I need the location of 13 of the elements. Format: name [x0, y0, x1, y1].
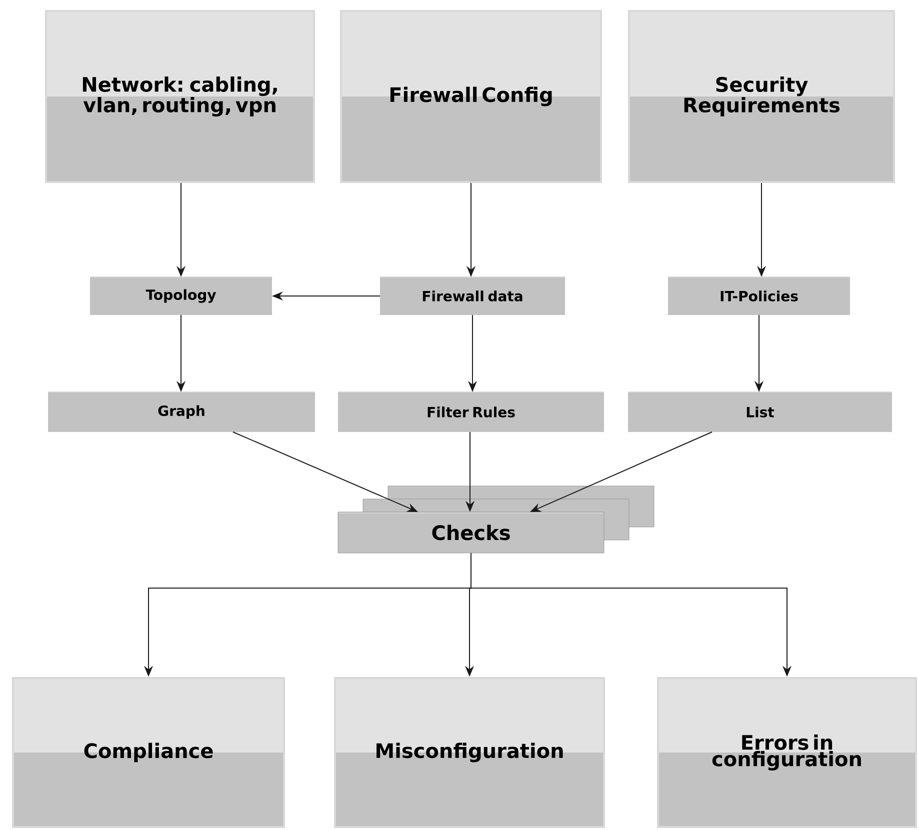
process-box: Checks: [338, 512, 604, 554]
data-bar: List: [628, 392, 892, 432]
process-box: Compliance: [12, 676, 285, 828]
process-box: Firewall Config: [340, 10, 602, 183]
data-bar: Graph: [48, 392, 316, 432]
process-box: Network: cabling, vlan, routing, vpn: [45, 10, 315, 183]
data-bar: Firewall data: [380, 276, 566, 315]
data-bar: Topology: [90, 276, 272, 315]
data-bar: Filter Rules: [338, 392, 604, 432]
process-box: Errors in configuration: [657, 676, 917, 828]
data-bar: IT-Policies: [668, 276, 850, 315]
process-box: Security Requirements: [628, 10, 895, 183]
process-box: Misconfiguration: [334, 676, 605, 828]
